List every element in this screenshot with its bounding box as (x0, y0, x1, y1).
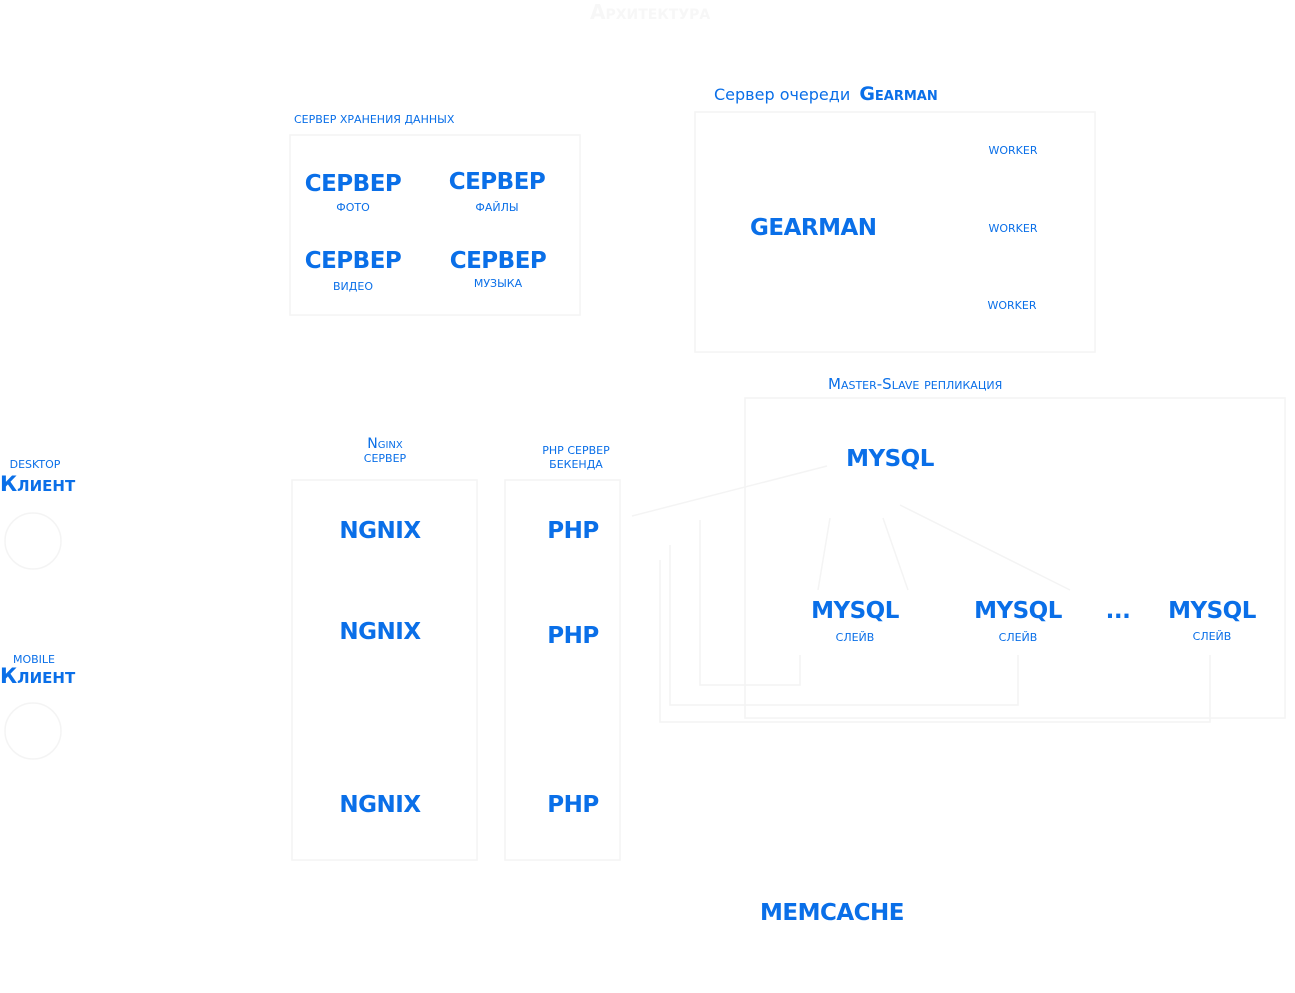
storage-server-video: СЕРВЕР (304, 248, 402, 274)
mysql-ellipsis: ... (1105, 598, 1131, 624)
mysql-slave-2: MYSQL (974, 598, 1062, 624)
nginx-label: Nginx (367, 436, 403, 452)
mysql-slave-3: MYSQL (1168, 598, 1256, 624)
replication-label: Master-Slave репликация (828, 375, 1003, 393)
diagram-title: Архитектура (590, 0, 711, 24)
storage-server-files: СЕРВЕР (448, 169, 546, 195)
mobile-client-name: Клиент (0, 664, 76, 688)
mysql-slave-3-sub: СЛЕЙВ (1192, 630, 1232, 643)
storage-label: СЕРВЕР ХРАНЕНИЯ ДАННЫХ (294, 113, 455, 126)
php-label-sub: БЕКЕНДА (549, 458, 603, 471)
php-node-3: PHP (547, 792, 599, 818)
php-node-1: PHP (547, 518, 599, 544)
php-label: PHP СЕРВЕР (542, 444, 610, 457)
mysql-slave-1: MYSQL (811, 598, 899, 624)
storage-box (289, 134, 581, 316)
queue-box (694, 111, 1096, 353)
worker-3: WORKER (987, 299, 1037, 312)
nginx-node-2: NGNIX (339, 619, 421, 645)
storage-server-music: СЕРВЕР (449, 248, 547, 274)
storage-server-music-sub: МУЗЫКА (473, 277, 523, 290)
storage-server-files-sub: ФАЙЛЫ (475, 201, 519, 214)
desktop-client-name: Клиент (0, 472, 76, 496)
mobile-client-type: MOBILE (12, 653, 56, 666)
worker-1: WORKER (988, 144, 1038, 157)
replication-box (744, 397, 1286, 719)
mobile-client-circle (4, 702, 62, 760)
php-box (504, 479, 621, 861)
nginx-node-1: NGNIX (339, 518, 421, 544)
queue-label: Сервер очереди Gearman (714, 85, 938, 104)
mysql-slave-2-sub: СЛЕЙВ (998, 631, 1038, 644)
worker-2: WORKER (988, 222, 1038, 235)
nginx-label-sub: СЕРВЕР (363, 452, 407, 465)
queue-label-prefix: Сервер очереди (714, 85, 851, 104)
desktop-client-type: DESKTOP (9, 458, 61, 471)
storage-server-video-sub: ВИДЕО (333, 280, 373, 293)
storage-server-photo-sub: ФОТО (336, 201, 370, 214)
gearman-node: GEARMAN (750, 215, 877, 241)
nginx-box (291, 479, 478, 861)
nginx-node-3: NGNIX (339, 792, 421, 818)
desktop-client-circle (4, 512, 62, 570)
mysql-master: MYSQL (846, 446, 934, 472)
storage-server-photo: СЕРВЕР (304, 171, 402, 197)
queue-label-name: Gearman (859, 83, 938, 105)
php-node-2: PHP (547, 623, 599, 649)
memcache-node: MEMCACHE (760, 900, 905, 926)
mysql-slave-1-sub: СЛЕЙВ (835, 631, 875, 644)
